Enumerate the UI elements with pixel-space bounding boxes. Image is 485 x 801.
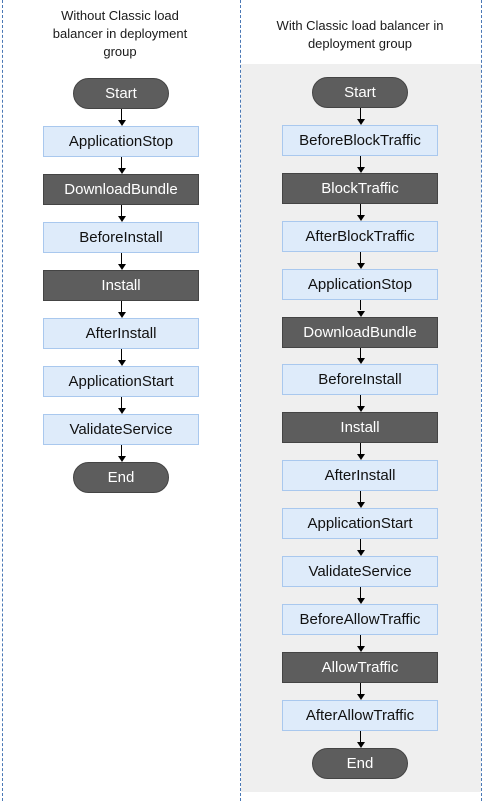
left-step-validate-service: ValidateService bbox=[43, 414, 199, 445]
left-start-terminator: Start bbox=[73, 78, 169, 109]
right-step-download-bundle: DownloadBundle bbox=[282, 316, 438, 348]
left-step-application-stop: ApplicationStop bbox=[43, 126, 199, 157]
right-step-after-block-traffic: AfterBlockTraffic bbox=[282, 220, 438, 252]
right-start-terminator: Start bbox=[312, 77, 408, 108]
right-step-validate-service: ValidateService bbox=[282, 556, 438, 587]
left-step-download-bundle: DownloadBundle bbox=[43, 174, 199, 205]
left-connector-line bbox=[121, 445, 122, 456]
left-arrowhead-icon bbox=[117, 120, 126, 126]
left-connector-line bbox=[121, 205, 122, 216]
center-divider-line bbox=[240, 0, 241, 801]
left-arrowhead-icon bbox=[117, 312, 126, 318]
right-arrowhead-icon bbox=[356, 550, 365, 556]
left-border-line bbox=[2, 0, 3, 801]
left-connector-line bbox=[121, 157, 122, 168]
right-connector-line bbox=[360, 395, 361, 407]
left-column-title: Without Classic load balancer in deploym… bbox=[52, 8, 188, 59]
right-step-allow-traffic: AllowTraffic bbox=[282, 651, 438, 683]
right-arrowhead-icon bbox=[356, 693, 365, 700]
right-column-title: With Classic load balancer in deployment… bbox=[276, 18, 444, 51]
right-connector-line bbox=[360, 634, 361, 646]
right-step-install: Install bbox=[282, 412, 438, 444]
right-step-before-allow-traffic: BeforeAllowTraffic bbox=[282, 603, 438, 635]
right-connector-line bbox=[360, 108, 361, 119]
right-border-line bbox=[481, 0, 482, 801]
right-arrowhead-icon bbox=[356, 166, 365, 173]
right-step-after-allow-traffic: AfterAllowTraffic bbox=[282, 699, 438, 731]
right-step-block-traffic: BlockTraffic bbox=[282, 172, 438, 204]
left-arrowhead-icon bbox=[117, 408, 126, 414]
right-connector-line bbox=[360, 730, 361, 742]
left-connector-line bbox=[121, 253, 122, 264]
right-step-before-install: BeforeInstall bbox=[282, 364, 438, 396]
left-connector-line bbox=[121, 301, 122, 312]
right-step-before-block-traffic: BeforeBlockTraffic bbox=[282, 124, 438, 156]
left-arrowhead-icon bbox=[117, 456, 126, 462]
left-arrowhead-icon bbox=[117, 168, 126, 174]
left-arrowhead-icon bbox=[117, 216, 126, 222]
right-arrowhead-icon bbox=[356, 214, 365, 221]
right-connector-line bbox=[360, 251, 361, 263]
right-connector-line bbox=[360, 443, 361, 455]
right-connector-line bbox=[360, 587, 361, 598]
right-step-application-start: ApplicationStart bbox=[282, 508, 438, 540]
right-connector-line bbox=[360, 491, 361, 503]
right-arrowhead-icon bbox=[356, 262, 365, 269]
right-connector-line bbox=[360, 299, 361, 311]
right-arrowhead-icon bbox=[356, 454, 365, 461]
right-arrowhead-icon bbox=[356, 310, 365, 317]
left-end-terminator: End bbox=[73, 462, 169, 493]
left-step-application-start: ApplicationStart bbox=[43, 366, 199, 397]
right-arrowhead-icon bbox=[356, 406, 365, 413]
left-step-install: Install bbox=[43, 270, 199, 301]
left-connector-line bbox=[121, 109, 122, 120]
right-arrowhead-icon bbox=[356, 502, 365, 509]
right-arrowhead-icon bbox=[356, 358, 365, 365]
right-end-terminator: End bbox=[312, 747, 408, 779]
right-connector-line bbox=[360, 347, 361, 359]
right-connector-line bbox=[360, 539, 361, 550]
right-connector-line bbox=[360, 682, 361, 694]
left-connector-line bbox=[121, 397, 122, 408]
right-connector-line bbox=[360, 155, 361, 167]
right-arrowhead-icon bbox=[356, 118, 365, 125]
right-arrowhead-icon bbox=[356, 597, 365, 604]
left-connector-line bbox=[121, 349, 122, 360]
right-step-application-stop: ApplicationStop bbox=[282, 268, 438, 300]
left-step-before-install: BeforeInstall bbox=[43, 222, 199, 253]
right-step-after-install: AfterInstall bbox=[282, 460, 438, 492]
left-arrowhead-icon bbox=[117, 360, 126, 366]
right-connector-line bbox=[360, 203, 361, 215]
right-arrowhead-icon bbox=[356, 741, 365, 748]
left-step-after-install: AfterInstall bbox=[43, 318, 199, 349]
left-arrowhead-icon bbox=[117, 264, 126, 270]
right-arrowhead-icon bbox=[356, 645, 365, 652]
